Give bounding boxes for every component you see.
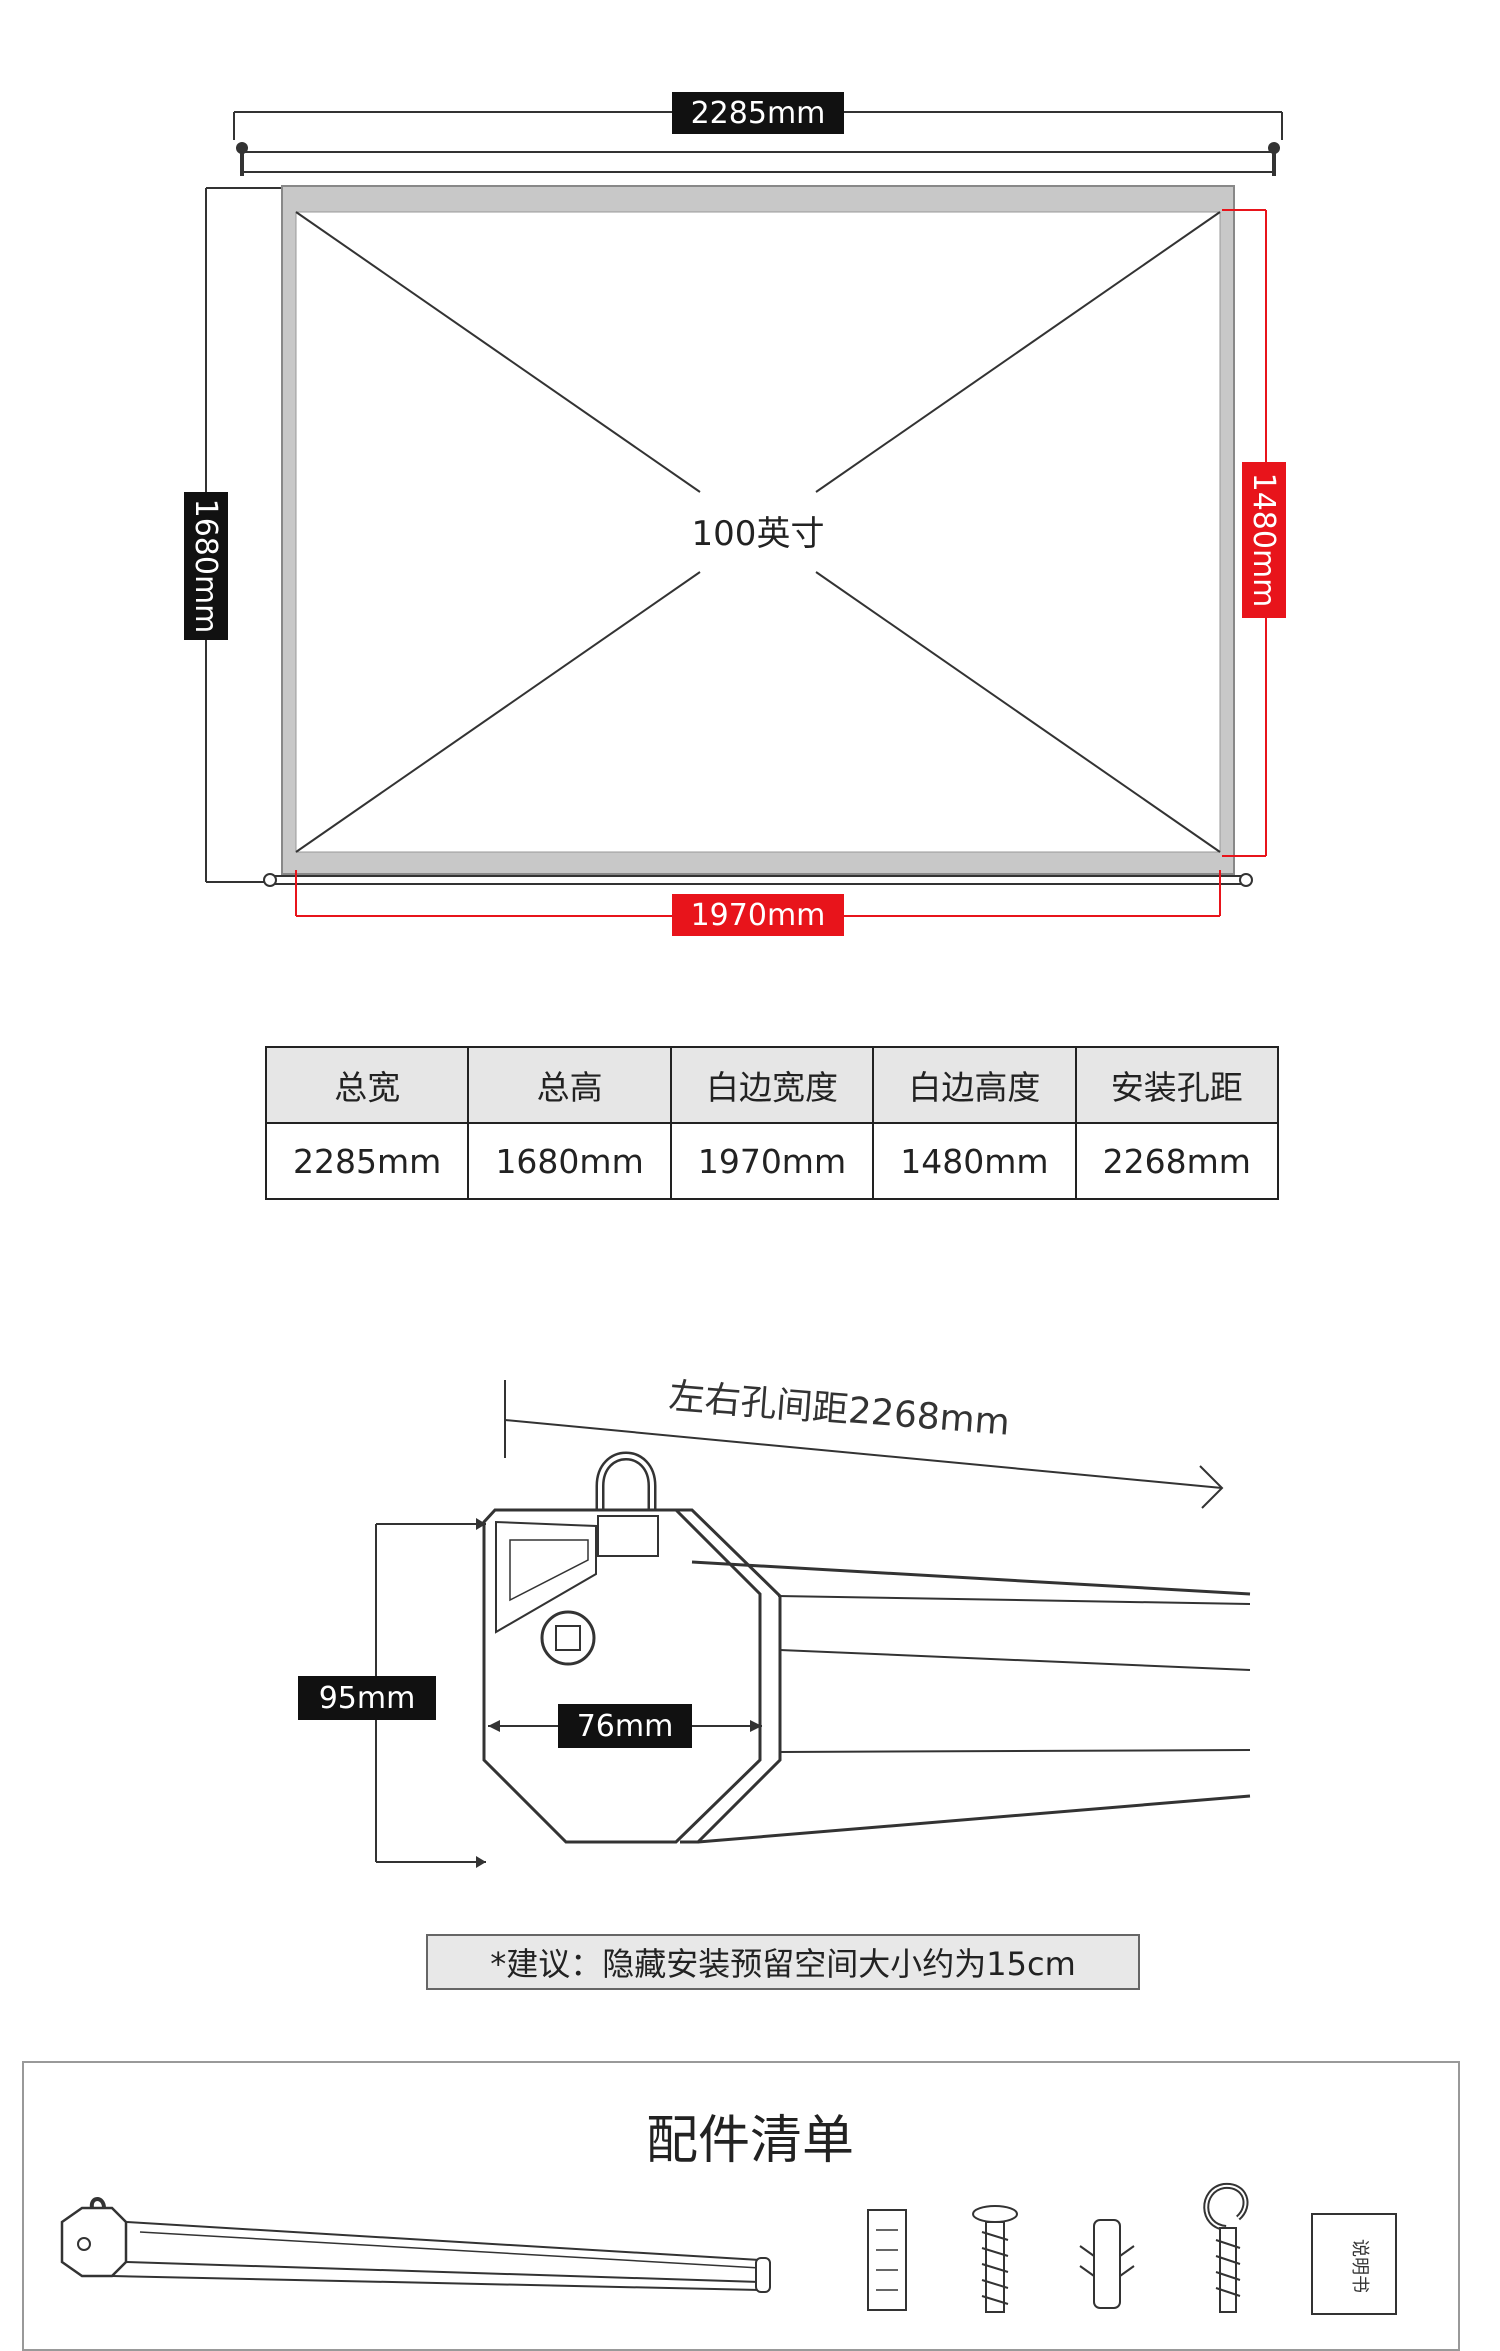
svg-text:95mm: 95mm — [319, 1681, 416, 1716]
total-height-label: 1680mm — [184, 492, 228, 640]
value-border-width: 1970mm — [669, 1122, 875, 1200]
header-border-height: 白边高度 — [872, 1046, 1077, 1124]
value-border-height: 1480mm — [872, 1122, 1077, 1200]
border-height-label: 1480mm — [1242, 462, 1286, 618]
border-width-label: 1970mm — [672, 894, 844, 936]
value-total-width: 2285mm — [264, 1122, 470, 1200]
header-total-height: 总高 — [467, 1046, 672, 1124]
accessories-title: 配件清单 — [645, 2111, 854, 2171]
svg-text:1970mm: 1970mm — [691, 898, 826, 933]
spec-table-value-row: 2285mm 1680mm 1970mm 1480mm 2268mm — [264, 1122, 1280, 1200]
svg-text:1680mm: 1680mm — [188, 499, 223, 634]
total-width-label: 2285mm — [672, 92, 844, 134]
screen-size-label: 100英寸 — [692, 514, 825, 554]
case-height-label: 95mm — [298, 1676, 436, 1720]
case-cross-section — [482, 1508, 762, 1844]
header-total-width: 总宽 — [264, 1046, 470, 1124]
spec-table: 总宽 总高 白边宽度 白边高度 安装孔距 2285mm 1680mm 1970m… — [264, 1046, 1280, 1200]
svg-text:76mm: 76mm — [577, 1709, 674, 1744]
hole-spacing-label: 左右孔间距2268mm — [667, 1376, 1011, 1444]
header-hole-spacing: 安装孔距 — [1074, 1046, 1280, 1124]
svg-text:2285mm: 2285mm — [691, 96, 826, 131]
svg-text:1480mm: 1480mm — [1246, 473, 1281, 608]
installation-note: *建议：隐藏安装预留空间大小约为15cm — [426, 1934, 1140, 1990]
screen-dimension-diagram: 2285mm 1680mm 100英寸 1480mm 1970mm — [184, 92, 1286, 936]
spec-table-header-row: 总宽 总高 白边宽度 白边高度 安装孔距 — [264, 1046, 1280, 1124]
value-hole-spacing: 2268mm — [1074, 1122, 1280, 1200]
value-total-height: 1680mm — [467, 1122, 672, 1200]
case-width-label: 76mm — [558, 1704, 692, 1748]
header-border-width: 白边宽度 — [669, 1046, 875, 1124]
